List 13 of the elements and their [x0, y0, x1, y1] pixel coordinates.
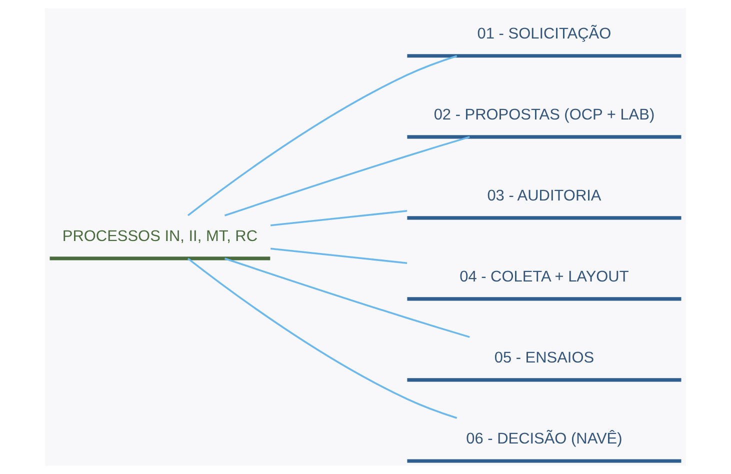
node-text: 03 - AUDITORIA — [487, 188, 602, 205]
connector — [187, 258, 458, 419]
node-text: 05 - ENSAIOS — [494, 350, 594, 367]
connector — [270, 210, 408, 226]
connector — [224, 258, 470, 338]
node-text: 04 - COLETA + LAYOUT — [460, 268, 629, 286]
node-text: PROCESSOS IN, II, MT, RC — [62, 228, 258, 246]
node-text: 06 - DECISÃO (NAVÊ) — [466, 430, 622, 448]
node-text: 02 - PROPOSTAS (OCP + LAB) — [434, 106, 655, 124]
connector — [270, 248, 408, 264]
node-text: 01 - SOLICITAÇÃO — [477, 26, 612, 43]
connector — [224, 136, 470, 216]
connector — [187, 55, 458, 216]
